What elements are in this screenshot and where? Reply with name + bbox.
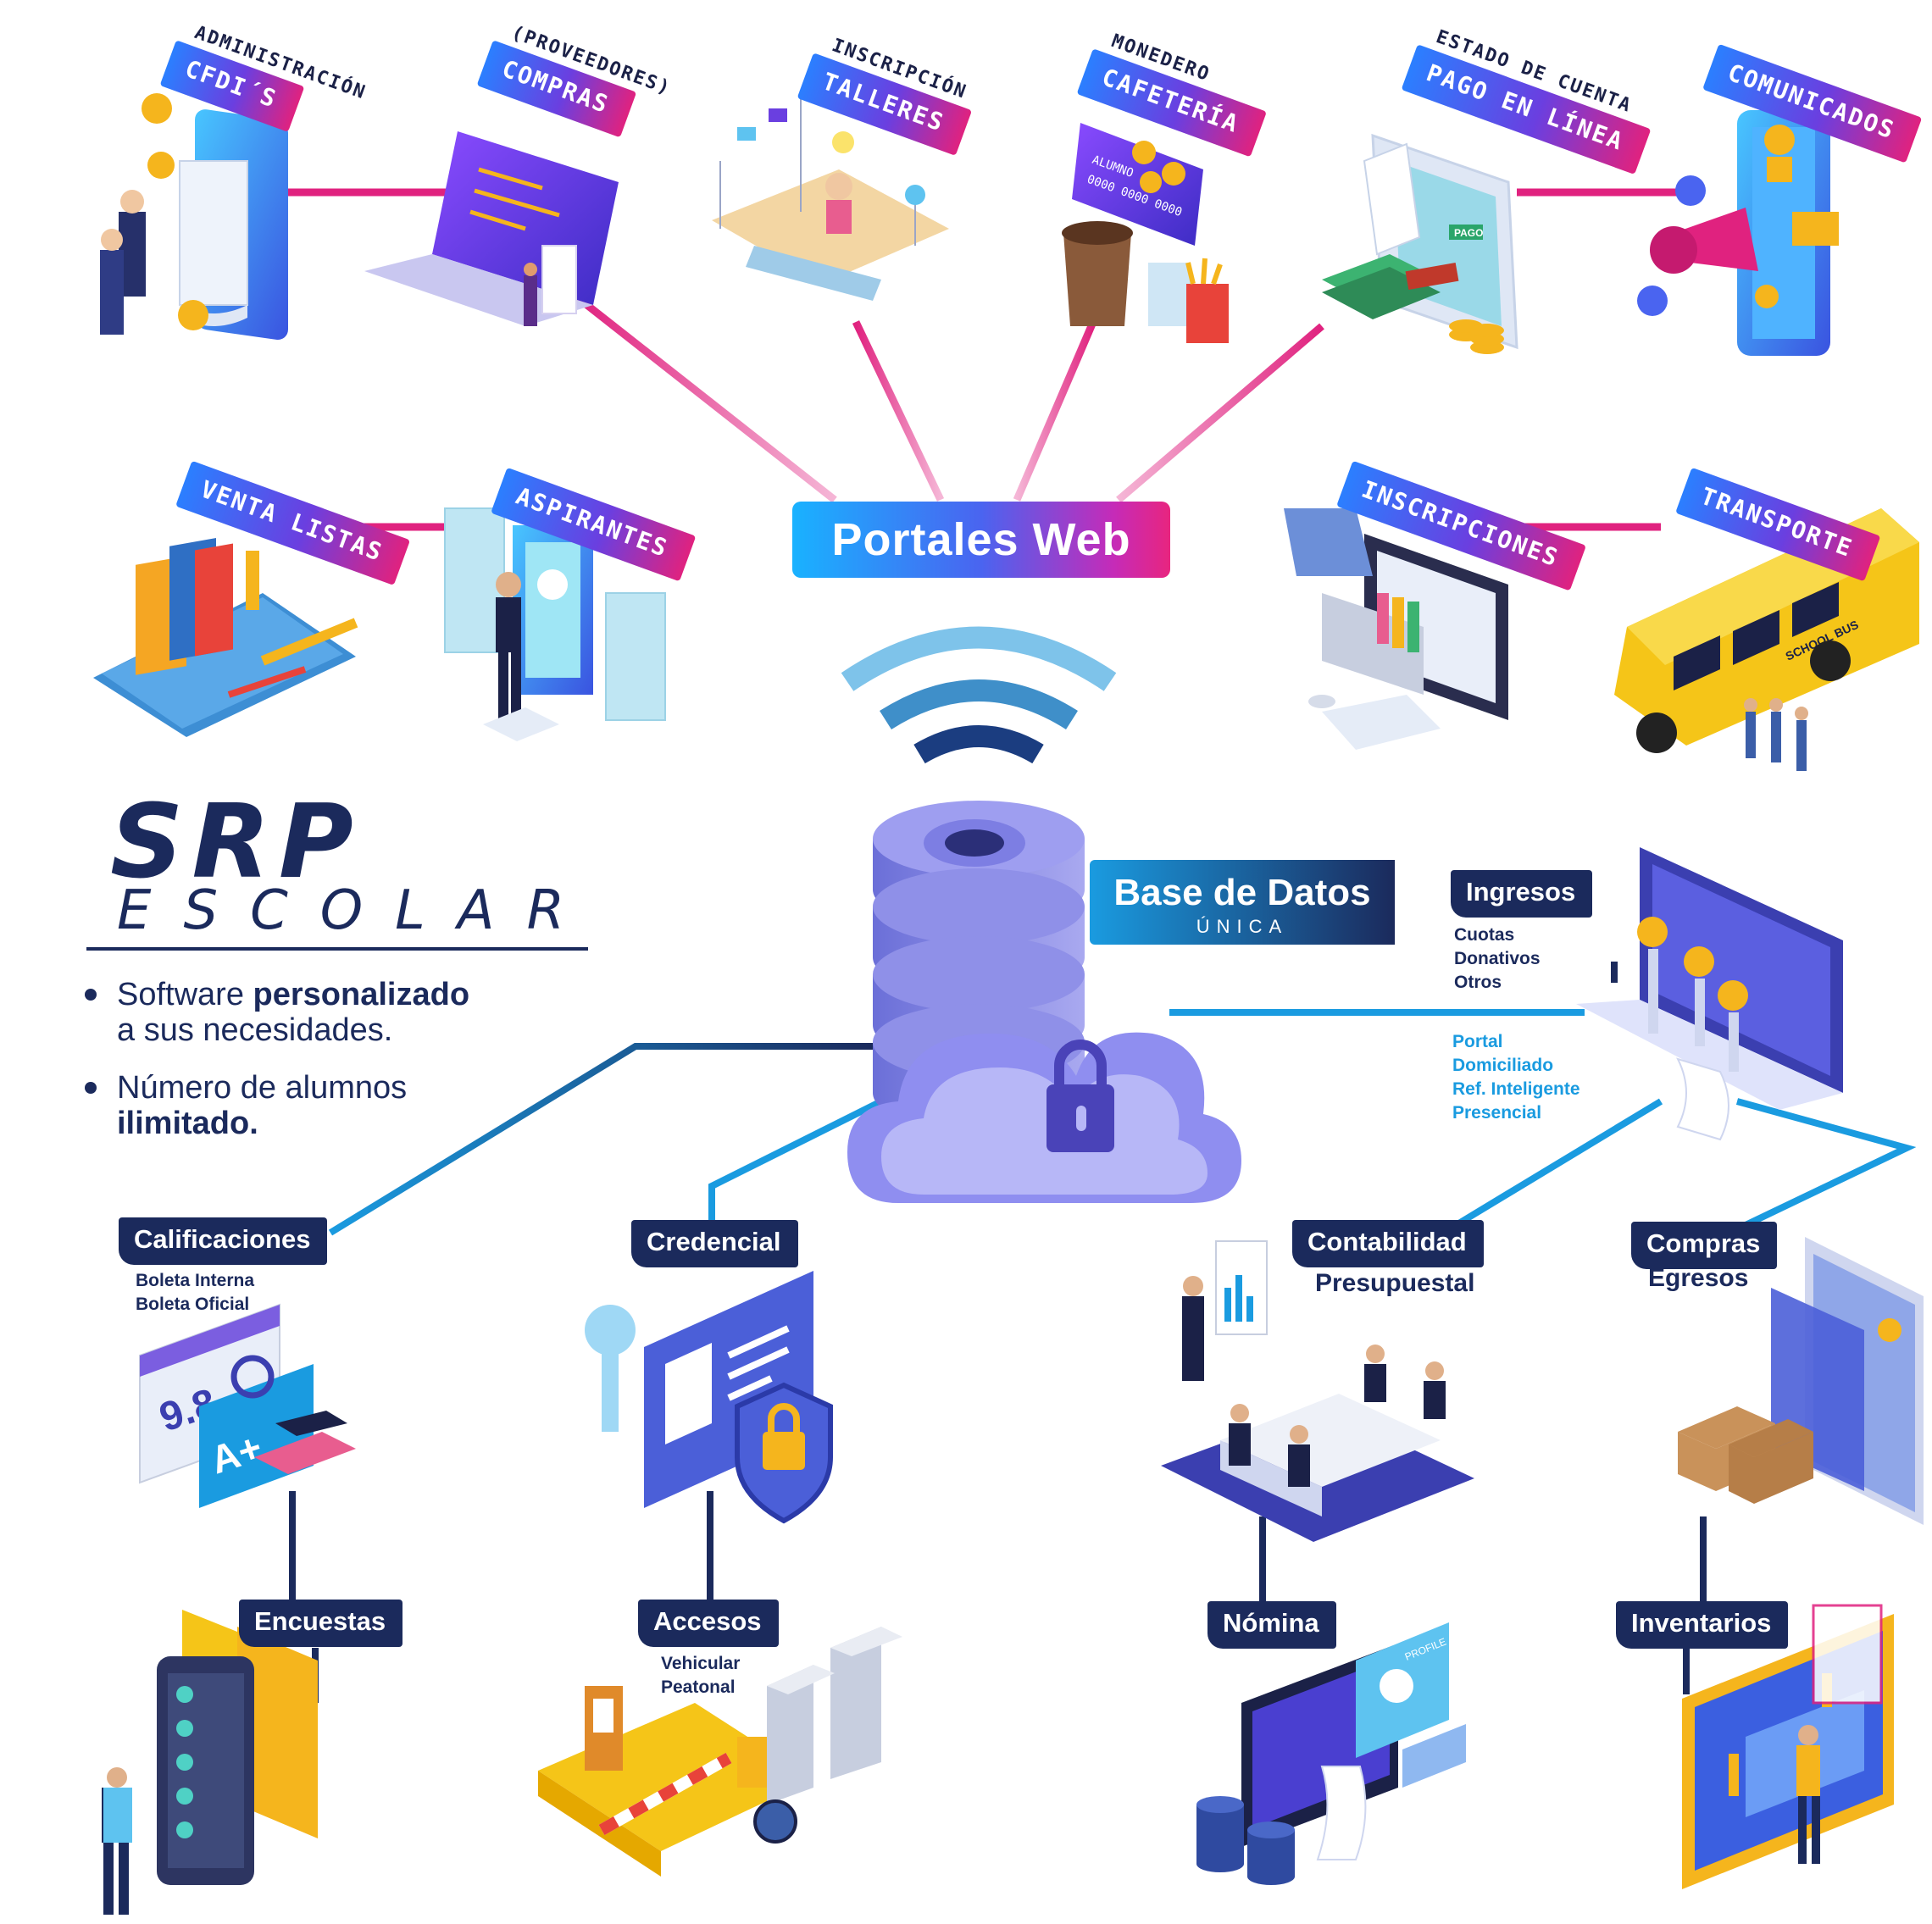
brand-bullet-1: Software personalizado a sus necesidades…: [85, 977, 469, 1048]
aspirantes-illustration: [444, 507, 666, 741]
module-accesos[interactable]: Accesos: [638, 1600, 779, 1647]
wifi-icon: [841, 626, 1117, 764]
brand-title: SRP: [110, 784, 362, 901]
contabilidad-illustration: [1161, 1240, 1474, 1542]
module-credencial[interactable]: Credencial: [631, 1220, 798, 1267]
cafeteria-illustration: ALUMNO 0000 0000 0000: [1062, 123, 1229, 343]
portales-web-hub[interactable]: Portales Web: [792, 502, 1170, 578]
credencial-illustration: [585, 1271, 833, 1524]
venta-listas-illustration: [93, 538, 358, 737]
inscripciones-illustration: [1284, 508, 1508, 750]
pago-illustration: PAGO: [1322, 133, 1518, 354]
compras-illustration: [364, 131, 619, 326]
inventarios-illustration: [1682, 1604, 1894, 1889]
module-compras[interactable]: Compras: [1631, 1222, 1778, 1269]
ingresos-illustration: [1576, 847, 1843, 1141]
database-label: Base de Datos ÚNICA: [1090, 860, 1395, 945]
calificaciones-items: Boleta Interna Boleta Oficial: [136, 1271, 255, 1314]
module-calificaciones[interactable]: Calificaciones: [119, 1217, 328, 1265]
database-subtitle: ÚNICA: [1196, 916, 1289, 937]
module-contabilidad[interactable]: Contabilidad: [1292, 1220, 1484, 1267]
module-nomina[interactable]: Nómina: [1208, 1601, 1336, 1649]
accesos-illustration: [538, 1627, 902, 1877]
bullet-dot: [85, 1082, 97, 1094]
compras-sub: Egresos: [1648, 1264, 1749, 1292]
accesos-items: Vehicular Peatonal: [661, 1654, 741, 1697]
encuestas-illustration: [102, 1610, 318, 1915]
module-encuestas[interactable]: Encuestas: [239, 1600, 403, 1647]
contabilidad-sub: Presupuestal: [1315, 1269, 1475, 1297]
module-inventarios[interactable]: Inventarios: [1616, 1601, 1789, 1649]
calificaciones-illustration: 9.8 A+: [139, 1303, 356, 1508]
brand-bullet-2: Número de alumnos ilimitado.: [85, 1070, 407, 1141]
pink-connectors: [280, 188, 1695, 531]
talleres-illustration: [712, 93, 949, 301]
cfdi-illustration: [100, 93, 288, 340]
ingresos-channels: Portal Domiciliado Ref. Inteligente Pres…: [1452, 1032, 1580, 1123]
database-icon: [847, 801, 1241, 1203]
blue-connectors: [289, 962, 1917, 1703]
module-ingresos[interactable]: Ingresos: [1451, 870, 1593, 918]
svg-text:PAGO: PAGO: [1454, 227, 1483, 239]
brand-subtitle: ESCOLAR: [117, 879, 597, 942]
database-title: Base de Datos: [1113, 872, 1371, 913]
comunicados-illustration: [1637, 110, 1839, 356]
nomina-illustration: PROFILE: [1196, 1622, 1466, 1885]
compras-egresos-illustration: [1678, 1237, 1924, 1525]
bullet-dot: [85, 989, 97, 1001]
ingresos-items: Cuotas Donativos Otros: [1454, 925, 1541, 992]
brand-divider: [86, 947, 588, 951]
